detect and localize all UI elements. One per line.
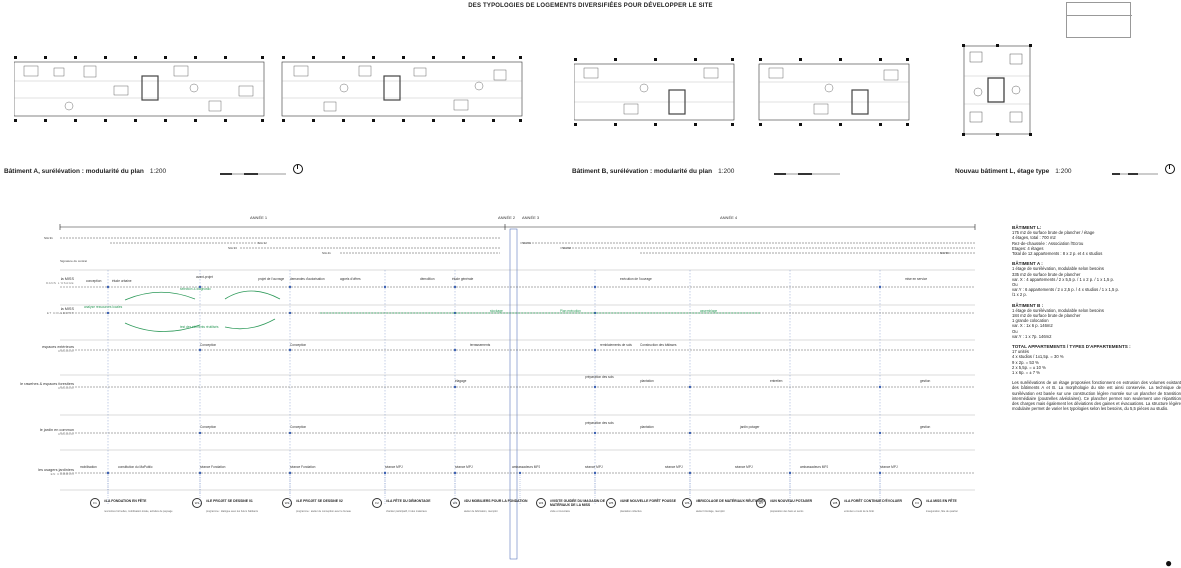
year-4-label: ANNÉE 4	[720, 215, 738, 220]
reuse-label: Plan exécution	[560, 309, 581, 313]
building-l-text: 175 m2 de surface brute de plancher / ét…	[1012, 230, 1103, 257]
users-label: séance MPJ	[455, 465, 473, 469]
total-title: TOTAL APPARTEMENTS / TYPES D'APPARTEMENT…	[1012, 344, 1131, 350]
garden-label: jardin potager	[740, 425, 760, 429]
plan-building-l	[962, 42, 1034, 138]
garden-label: préparation des sols	[585, 421, 614, 425]
users-label: séance Fondation	[200, 465, 226, 469]
garden-label: gestion	[920, 425, 931, 429]
north-arrow-icon	[1165, 164, 1175, 174]
signature-label: Signature du contrat	[60, 259, 88, 263]
users-label: séance Fondation	[290, 465, 316, 469]
page-title: DES TYPOLOGIES DE LOGEMENTS DIVERSIFIÉES…	[468, 3, 713, 9]
reuse-label: test des éléments réutilisés	[180, 325, 219, 329]
building-summary: BÂTIMENT L: 175 m2 de surface brute de p…	[1012, 220, 1181, 412]
users-label: ambassadeurs MPJ	[800, 465, 829, 469]
users-label: ambassadeurs MPJ	[512, 465, 541, 469]
building-b-text: 1 étage de surélévation, modulable selon…	[1012, 307, 1104, 339]
building-b-title: BÂTIMENT B :	[1012, 302, 1044, 308]
forest-label: préparation des sols	[585, 375, 614, 379]
users-label: séance MPJ	[585, 465, 603, 469]
phase-label: étude urbaine	[112, 279, 132, 283]
outdoor-label: terrassements	[470, 343, 491, 347]
scale-bar-l	[1110, 164, 1160, 182]
scale-bar-a	[218, 164, 288, 182]
phase-label: appels d'offres	[340, 277, 361, 281]
sia-label: SIA 32	[258, 241, 267, 245]
plan-a-caption: Bâtiment A, surélévation : modularité du…	[4, 168, 167, 175]
page-number-mark: ●	[1165, 556, 1173, 568]
users-label: séance MPJ	[665, 465, 683, 469]
forest-label: gestion	[920, 379, 931, 383]
reuse-label: stockage	[490, 309, 503, 313]
forest-label: entretien	[770, 379, 783, 383]
phase-label: demandes d'autorisation	[290, 277, 325, 281]
outdoor-label: Conception	[200, 343, 217, 347]
forest-label: plantation	[640, 379, 654, 383]
sia-label: SIA 52	[562, 246, 571, 250]
phase-label: avant-projet	[196, 275, 213, 279]
sia-label: SIA 33	[228, 246, 237, 250]
outdoor-label: remblaiements de sols	[600, 343, 632, 347]
building-a-title: BÂTIMENT A :	[1012, 261, 1043, 267]
project-timeline: ANNÉE 1 ANNÉE 2 ANNÉE 3 ANNÉE 4 SIA 31 S…	[0, 215, 980, 568]
plan-b-caption: Bâtiment B, surélévation : modularité du…	[572, 168, 735, 175]
description-paragraph: Les surélévations de un étage proposées …	[1012, 380, 1181, 412]
year-2-label: ANNÉE 2	[498, 215, 516, 220]
sia-label: SIA 41	[322, 251, 331, 255]
total-text: 17 unités 4 x studios / 1x1,5p. = 30 % 9…	[1012, 349, 1064, 376]
sia-label: SIA 53	[940, 251, 949, 255]
outdoor-label: Construction des bâtisses	[640, 343, 677, 347]
users-label: mobilisation	[80, 465, 97, 469]
sia-label: SIA 51	[522, 241, 531, 245]
phase-label: mise en service	[905, 277, 928, 281]
scale-bar-b	[772, 164, 842, 182]
north-arrow-icon	[293, 164, 303, 174]
outdoor-label: Conception	[290, 343, 307, 347]
users-label: séance MPJ	[735, 465, 753, 469]
users-label: séance MPJ	[880, 465, 898, 469]
plan-building-a	[14, 56, 524, 126]
elevation-frame	[1066, 2, 1132, 38]
reuse-label: analyse ressources locales	[84, 305, 123, 309]
sia-label: SIA 31	[44, 236, 53, 240]
users-label: constitution du MaPublic	[118, 465, 153, 469]
building-a-text: 1 étage de surélévation, modulable selon…	[1012, 266, 1119, 298]
building-l-title: BÂTIMENT L:	[1012, 225, 1042, 230]
reuse-label: assemblage	[700, 309, 718, 313]
garden-label: plantation	[640, 425, 654, 429]
forest-label: élagage	[455, 379, 467, 383]
plan-building-b	[574, 58, 914, 130]
year-3-label: ANNÉE 3	[522, 215, 540, 220]
garden-label: Conception	[290, 425, 307, 429]
phase-label: étude générale	[452, 277, 474, 281]
phase-label: exécution de l'ouvrage	[620, 277, 652, 281]
year-1-label: ANNÉE 1	[250, 215, 268, 220]
garden-label: Conception	[200, 425, 217, 429]
phase-label: conception	[86, 279, 102, 283]
phase-label: démolition	[420, 277, 435, 281]
reuse-label: sélection & diagnostic	[180, 287, 211, 291]
phase-label: projet de l'ouvrage	[258, 277, 285, 281]
users-label: séance MPJ	[385, 465, 403, 469]
